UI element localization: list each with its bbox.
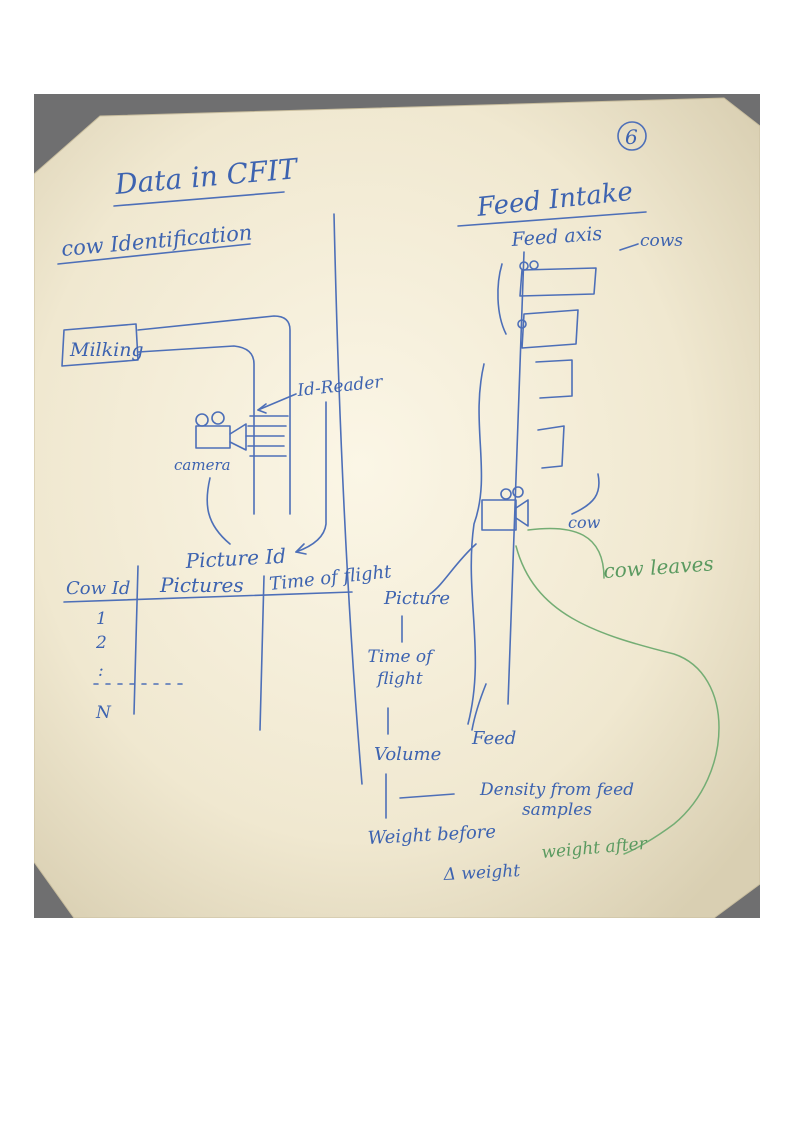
whiteboard-photo: 6 Data in CFIT cow Identification Milkin…	[34, 94, 760, 918]
reader-to-picture-arrow	[295, 401, 327, 553]
cow-label: cow	[568, 513, 601, 532]
weight-after-arrow	[515, 545, 720, 855]
milking-label: Milking	[69, 339, 144, 361]
whiteboard	[34, 97, 760, 918]
density-note: Density from feed samples	[479, 780, 635, 820]
cow-box	[519, 267, 597, 297]
feed-camera-icon	[481, 260, 539, 531]
cow-box	[521, 309, 579, 349]
left-subtitle-underline	[57, 243, 251, 265]
camera-brace	[497, 263, 507, 335]
table-row: 2	[95, 633, 107, 653]
page-number-circle	[617, 121, 647, 151]
id-reader-arrow	[257, 393, 297, 411]
cow-box	[537, 425, 565, 469]
conveyor-outer	[137, 315, 291, 515]
camera-icon	[195, 411, 247, 451]
right-title-underline	[457, 211, 647, 227]
flow-volume: Volume	[374, 744, 441, 765]
cow-box	[535, 359, 573, 399]
table-divider-2	[259, 575, 265, 731]
table-header-rule	[63, 591, 353, 603]
whiteboard-sketch: 6 Data in CFIT cow Identification Milkin…	[34, 97, 760, 918]
conveyor-inner	[137, 345, 255, 515]
feed-wavy-line	[467, 363, 485, 725]
left-title-underline	[113, 191, 285, 207]
table-divider-1	[133, 565, 139, 715]
center-divider	[333, 213, 363, 785]
cow-leaves-arrow	[527, 527, 605, 579]
flow-picture: Picture	[383, 588, 450, 609]
camera-to-picture-arrow	[206, 477, 231, 545]
flow-time-of-flight-box: Time of flight	[367, 647, 433, 689]
page-number: 6	[625, 125, 638, 149]
flow-time-of-flight: Time of flight	[367, 647, 433, 689]
feed-arrow	[471, 683, 487, 731]
cows-label: cows	[640, 231, 683, 251]
cows-arrow	[619, 243, 639, 251]
table-header-pictures: Pictures	[159, 573, 244, 597]
milking-box	[61, 323, 139, 367]
picture-arrow	[429, 543, 477, 595]
flow-delta-weight: Δ weight	[442, 861, 521, 885]
density-note-box: Density from feed samples	[479, 780, 635, 820]
table-header-cow-id: Cow Id	[66, 578, 130, 599]
id-reader-grid	[245, 415, 289, 457]
feed-label: Feed	[471, 728, 516, 749]
table-row: :	[98, 661, 104, 681]
cow-arrow	[571, 473, 600, 515]
table-row: 1	[96, 609, 107, 629]
density-arrow	[399, 793, 455, 799]
picture-id-label: Picture Id	[184, 544, 287, 573]
table-row: N	[95, 703, 112, 723]
camera-label: camera	[174, 456, 231, 474]
